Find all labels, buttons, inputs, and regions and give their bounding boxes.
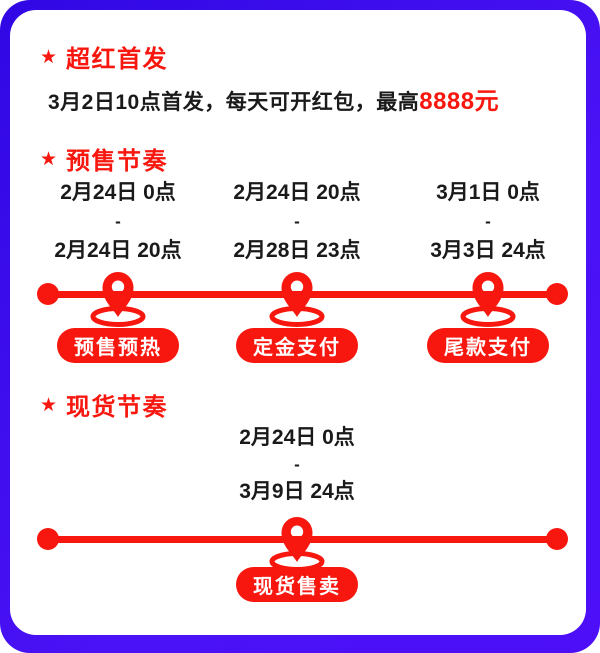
phase-start: 2月24日 0点: [239, 426, 355, 449]
section-header-super-red: ★ 超红首发: [40, 39, 168, 74]
promo-card: ★ 超红首发 3月2日10点首发，每天可开红包，最高8888元 ★ 预售节奏 2…: [10, 10, 586, 635]
timeline-endpoint-right: [546, 528, 568, 550]
timeline-endpoint-right: [546, 283, 568, 305]
description-text: 3月2日10点首发，每天可开红包，最高: [48, 91, 420, 114]
location-pin-icon: [90, 271, 146, 327]
section-header-spot: ★ 现货节奏: [40, 387, 168, 422]
timeline-endpoint-left: [37, 283, 59, 305]
phase-separator: -: [485, 212, 491, 231]
section-title-spot: 现货节奏: [66, 394, 169, 421]
star-icon: ★: [40, 149, 58, 170]
phase-end: 3月3日 24点: [430, 239, 546, 262]
presale-phase-1-dates: 2月24日 0点 - 2月24日 20点: [54, 178, 181, 265]
phase-label: 定金支付: [253, 337, 341, 359]
super-red-description: 3月2日10点首发，每天可开红包，最高8888元: [48, 81, 499, 116]
phase-start: 3月1日 0点: [436, 181, 540, 204]
phase-separator: -: [294, 455, 300, 474]
phase-separator: -: [294, 212, 300, 231]
section-header-presale: ★ 预售节奏: [40, 141, 168, 176]
presale-phase-3-dates: 3月1日 0点 - 3月3日 24点: [430, 178, 546, 265]
phase-start: 2月24日 0点: [60, 181, 176, 204]
phase-label-pill-spot-sale: 现货售卖: [236, 567, 358, 602]
star-icon: ★: [40, 395, 58, 416]
section-title-presale: 预售节奏: [66, 148, 169, 175]
phase-start: 2月24日 20点: [233, 181, 361, 204]
phase-label-pill-final-payment: 尾款支付: [427, 328, 549, 363]
phase-label-pill-presale-warmup: 预售预热: [57, 328, 179, 363]
description-highlight-amount: 8888元: [419, 88, 500, 115]
phase-end: 3月9日 24点: [239, 480, 355, 503]
location-pin-icon: [460, 271, 516, 327]
phase-label-pill-deposit-payment: 定金支付: [236, 328, 358, 363]
location-pin-icon: [269, 516, 325, 572]
section-title-super-red: 超红首发: [66, 46, 169, 73]
star-icon: ★: [40, 47, 58, 68]
phase-end: 2月24日 20点: [54, 239, 182, 262]
phase-separator: -: [115, 212, 121, 231]
presale-phase-2-dates: 2月24日 20点 - 2月28日 23点: [233, 178, 360, 265]
location-pin-icon: [269, 271, 325, 327]
phase-label: 现货售卖: [253, 576, 341, 598]
timeline-endpoint-left: [37, 528, 59, 550]
phase-label: 预售预热: [74, 337, 162, 359]
phase-end: 2月28日 23点: [233, 239, 361, 262]
phase-label: 尾款支付: [444, 337, 532, 359]
spot-phase-dates: 2月24日 0点 - 3月9日 24点: [239, 424, 355, 505]
